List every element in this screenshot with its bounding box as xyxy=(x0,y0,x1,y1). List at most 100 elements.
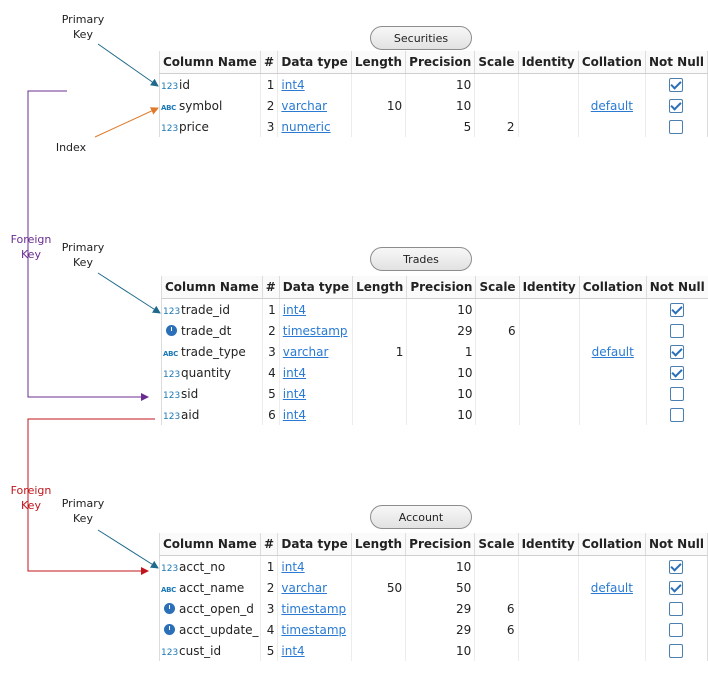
not-null-checkbox[interactable] xyxy=(670,323,685,338)
column-name: symbol xyxy=(179,98,223,113)
dtype-value[interactable]: timestamp xyxy=(281,601,347,616)
precision-cell: 10 xyxy=(406,404,477,425)
collation-cell xyxy=(579,362,647,383)
not-null-checkbox[interactable] xyxy=(669,98,684,113)
precision-value: 10 xyxy=(456,643,472,658)
column-name-cell[interactable]: 123price xyxy=(159,116,261,137)
scale-header[interactable]: Scale xyxy=(475,276,520,299)
not-null-checkbox[interactable] xyxy=(669,559,684,574)
collation-header[interactable]: Collation xyxy=(579,276,647,299)
column-name-cell[interactable]: 123trade_id xyxy=(161,298,263,320)
dtype-value[interactable]: varchar xyxy=(282,344,329,359)
column-name-cell[interactable]: trade_dt xyxy=(161,320,263,341)
length-cell xyxy=(352,404,408,425)
data-type-header[interactable]: Data type xyxy=(279,276,354,299)
not-null-checkbox[interactable] xyxy=(669,77,684,92)
collation-value[interactable]: default xyxy=(590,98,633,113)
data-type-header[interactable]: Data type xyxy=(277,533,352,556)
not-null-header[interactable]: Not Null xyxy=(645,51,708,74)
precision-value: 29 xyxy=(456,601,472,616)
dtype-value[interactable]: int4 xyxy=(282,386,307,401)
column-name-header[interactable]: Column Name xyxy=(159,533,261,556)
dtype-value[interactable]: int4 xyxy=(282,365,307,380)
not-null-checkbox[interactable] xyxy=(670,407,685,422)
number-header[interactable]: # xyxy=(260,51,279,74)
length-header[interactable]: Length xyxy=(352,276,408,299)
not-null-checkbox[interactable] xyxy=(670,365,685,380)
num-cell: 1 xyxy=(262,298,280,320)
precision-header[interactable]: Precision xyxy=(406,276,477,299)
identity-header[interactable]: Identity xyxy=(518,51,579,74)
length-header[interactable]: Length xyxy=(351,533,407,556)
not-null-checkbox[interactable] xyxy=(670,302,685,317)
column-name-header[interactable]: Column Name xyxy=(161,276,263,299)
length-cell xyxy=(352,320,408,341)
dtype-value[interactable]: varchar xyxy=(281,580,328,595)
not-null-checkbox[interactable] xyxy=(669,119,684,134)
not-null-checkbox[interactable] xyxy=(669,601,684,616)
dtype-value[interactable]: timestamp xyxy=(282,323,348,338)
number-header[interactable]: # xyxy=(260,533,279,556)
length-header[interactable]: Length xyxy=(351,51,407,74)
collation-cell xyxy=(578,619,646,640)
data-type-header[interactable]: Data type xyxy=(277,51,352,74)
not-null-header[interactable]: Not Null xyxy=(646,276,708,299)
column-name-cell[interactable]: acct_update_ xyxy=(159,619,261,640)
column-name-cell[interactable]: 123cust_id xyxy=(159,640,261,661)
not-null-checkbox[interactable] xyxy=(669,580,684,595)
precision-header[interactable]: Precision xyxy=(405,533,476,556)
collation-value[interactable]: default xyxy=(590,580,633,595)
identity-header[interactable]: Identity xyxy=(519,276,580,299)
primary-key-label-3: Primary Key xyxy=(61,497,105,525)
dtype-value[interactable]: int4 xyxy=(282,302,307,317)
dtype-value[interactable]: varchar xyxy=(281,98,328,113)
scale-header[interactable]: Scale xyxy=(474,533,519,556)
dtype-value[interactable]: int4 xyxy=(281,559,305,574)
table-row[interactable]: 123aid 6 int4 10 xyxy=(161,404,708,425)
column-name-cell[interactable]: 123id xyxy=(159,73,261,95)
collation-header[interactable]: Collation xyxy=(578,533,646,556)
dtype-cell: int4 xyxy=(279,298,354,320)
column-name-cell[interactable]: acct_open_d xyxy=(159,598,261,619)
dtype-value[interactable]: int4 xyxy=(281,643,305,658)
column-name-cell[interactable]: 123sid xyxy=(161,383,263,404)
not-null-header[interactable]: Not Null xyxy=(645,533,708,556)
column-name-cell[interactable]: 123quantity xyxy=(161,362,263,383)
dtype-value[interactable]: numeric xyxy=(281,119,331,134)
not-null-checkbox[interactable] xyxy=(670,386,685,401)
dtype-value[interactable]: int4 xyxy=(281,77,305,92)
not-null-checkbox[interactable] xyxy=(669,622,684,637)
number-header[interactable]: # xyxy=(262,276,280,299)
identity-header[interactable]: Identity xyxy=(518,533,579,556)
not-null-checkbox[interactable] xyxy=(669,643,684,658)
precision-header[interactable]: Precision xyxy=(405,51,476,74)
num-value: 6 xyxy=(268,407,276,422)
identity-cell xyxy=(519,362,580,383)
scale-header[interactable]: Scale xyxy=(474,51,519,74)
not-null-checkbox[interactable] xyxy=(670,344,685,359)
column-name-cell[interactable]: 123acct_no xyxy=(159,555,261,577)
column-name-header[interactable]: Column Name xyxy=(159,51,261,74)
dtype-value[interactable]: timestamp xyxy=(281,622,347,637)
collation-header[interactable]: Collation xyxy=(578,51,646,74)
collation-value[interactable]: default xyxy=(591,344,634,359)
identity-cell xyxy=(518,95,579,116)
column-name-cell[interactable]: 123aid xyxy=(161,404,263,425)
dtype-value[interactable]: int4 xyxy=(282,407,307,422)
